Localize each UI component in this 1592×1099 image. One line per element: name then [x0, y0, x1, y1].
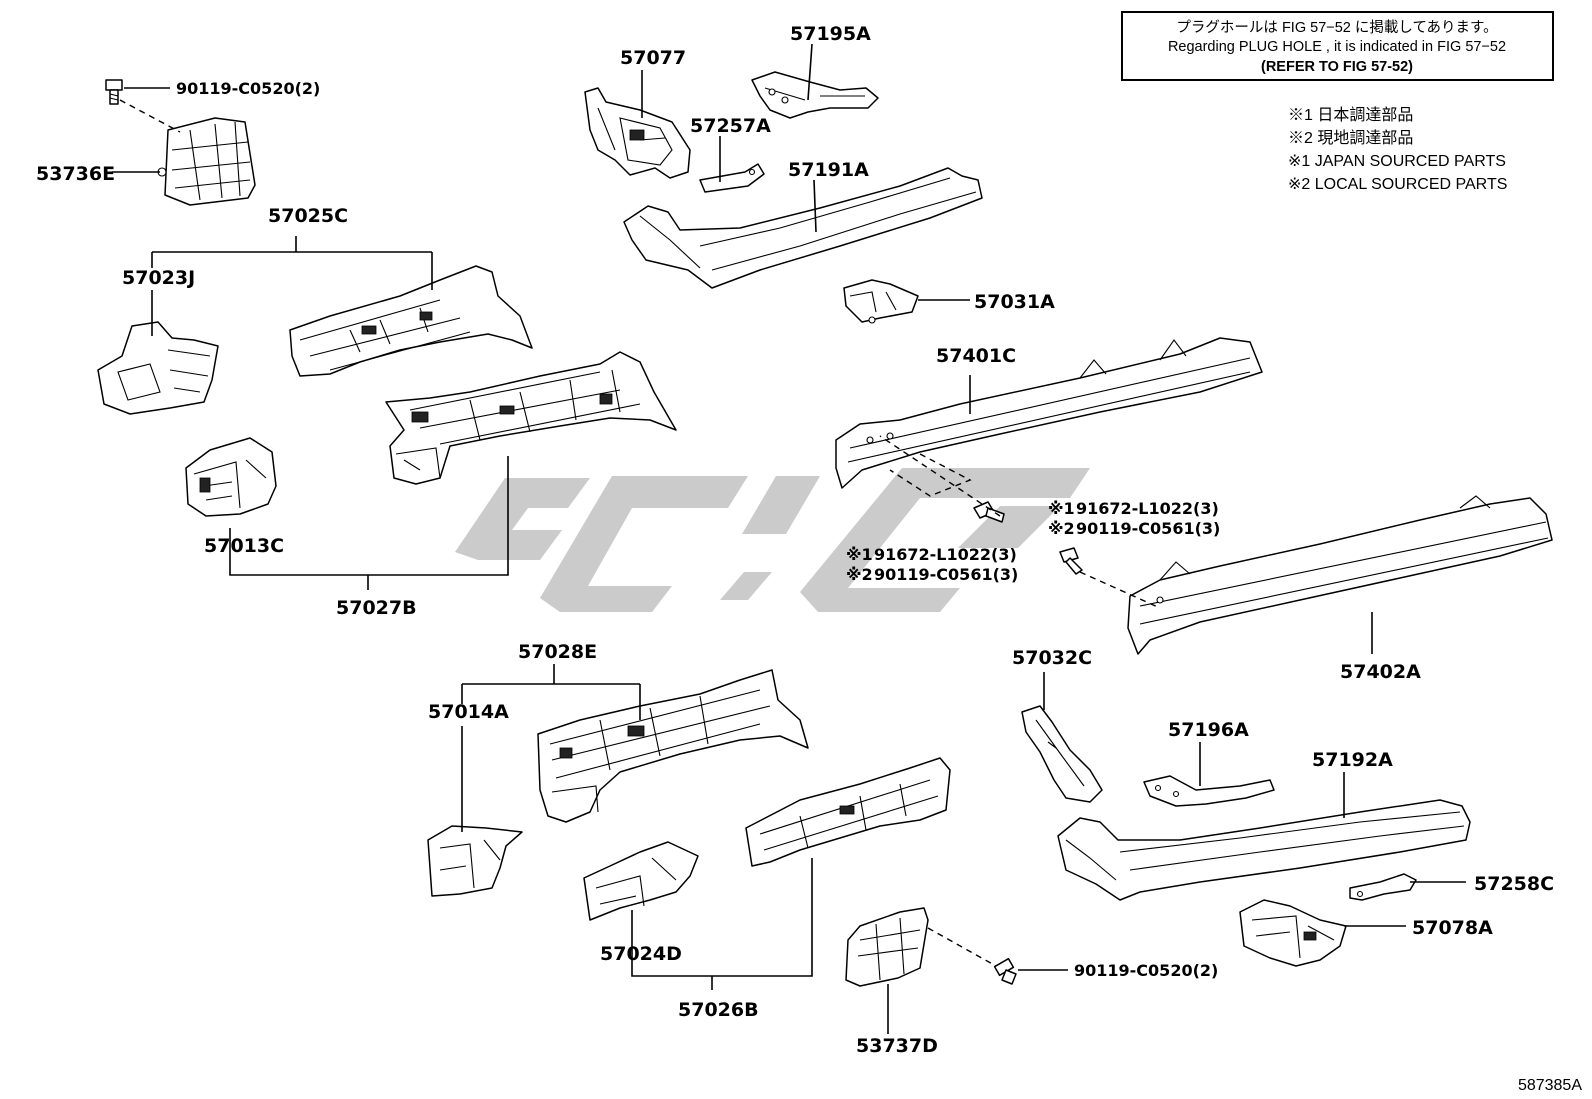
part-drawing-57024d [583, 841, 699, 921]
legend-item: ※1 日本調達部品 [1288, 106, 1413, 124]
hardware-label-top-bolt: 90119-C0520(2) [176, 79, 320, 98]
legend-item: ※2 現地調達部品 [1288, 129, 1413, 147]
part-drawing-57025c [289, 265, 533, 377]
part-drawing-57196a [1143, 775, 1275, 807]
bolt-icon [105, 79, 123, 105]
part-drawing-57027b [385, 351, 677, 485]
part-label-57025c: 57025C [268, 205, 348, 227]
part-label-53737d: 53737D [856, 1035, 938, 1057]
part-label-57014a: 57014A [428, 701, 509, 723]
part-drawing-57014a [427, 825, 523, 897]
figure-reference: 587385A [1518, 1077, 1582, 1094]
hardware-mark: ※1 [1048, 499, 1075, 518]
hardware-label-local: 90119-C0561(3) [874, 565, 1018, 584]
hardware-labels: 90119-C0520(2) 90119-C0520(2) ※1 91672-L… [176, 79, 1220, 980]
hardware-mark: ※2 [846, 565, 873, 584]
leader-lines [112, 43, 1466, 1034]
sourcing-legend: ※1 日本調達部品 ※2 現地調達部品 ※1 JAPAN SOURCED PAR… [1288, 106, 1507, 193]
hardware-label-japan: 91672-L1022(3) [874, 545, 1017, 564]
legend-item: ※1 JAPAN SOURCED PARTS [1288, 153, 1506, 170]
part-label-57401c: 57401C [936, 345, 1016, 367]
part-drawing-57195a [751, 71, 879, 119]
bolt-icon [1059, 547, 1083, 575]
hardware-label-japan: 91672-L1022(3) [1076, 499, 1219, 518]
bolt-icon [993, 957, 1017, 985]
legend-item: ※2 LOCAL SOURCED PARTS [1288, 176, 1507, 193]
part-drawing-57028e [537, 669, 809, 823]
part-drawing-53736e [105, 79, 256, 206]
part-drawing-57257a [699, 163, 765, 193]
part-drawing-57258c [1349, 873, 1417, 901]
hardware-label-bottom-bolt: 90119-C0520(2) [1074, 961, 1218, 980]
part-label-57026b: 57026B [678, 999, 759, 1021]
hardware-label-local: 90119-C0561(3) [1076, 519, 1220, 538]
note-english: Regarding PLUG HOLE , it is indicated in… [1168, 39, 1506, 55]
part-label-57192a: 57192A [1312, 749, 1393, 771]
hardware-mark: ※2 [1048, 519, 1075, 538]
part-label-57028e: 57028E [518, 641, 597, 663]
part-drawing-57023j [97, 321, 219, 415]
bolt-icon [973, 501, 1005, 523]
part-labels: 57195A 57077 57257A 57191A 57031A 53736E… [36, 23, 1554, 1057]
part-drawing-57026b [745, 757, 951, 867]
part-label-57196a: 57196A [1168, 719, 1249, 741]
part-drawing-57013c [185, 437, 277, 517]
part-label-57023j: 57023J [122, 267, 195, 289]
part-label-57078a: 57078A [1412, 917, 1493, 939]
part-drawing-57402a [1127, 495, 1553, 655]
part-label-57258c: 57258C [1474, 873, 1554, 895]
part-label-57032c: 57032C [1012, 647, 1092, 669]
part-drawing-57031a [843, 279, 919, 324]
part-label-57257a: 57257A [690, 115, 771, 137]
part-drawing-53737d [845, 907, 1017, 987]
part-label-57024d: 57024D [600, 943, 682, 965]
part-label-57195a: 57195A [790, 23, 871, 45]
part-drawing-57078a [1239, 899, 1347, 967]
part-drawing-57192a [1057, 799, 1471, 901]
part-drawing-57032c [1021, 705, 1103, 803]
note-japanese: プラグホールは FIG 57−52 に掲載してあります。 [1176, 19, 1497, 36]
hardware-mark: ※1 [846, 545, 873, 564]
part-label-57027b: 57027B [336, 597, 417, 619]
part-label-57077: 57077 [620, 47, 686, 69]
part-label-57402a: 57402A [1340, 661, 1421, 683]
part-drawing-57191a [623, 167, 983, 289]
part-label-57013c: 57013C [204, 535, 284, 557]
part-drawing-57077 [584, 87, 691, 179]
note-reference: (REFER TO FIG 57-52) [1261, 59, 1413, 75]
part-label-57191a: 57191A [788, 159, 869, 181]
part-drawing-57401c [835, 337, 1263, 489]
watermark-logo [455, 468, 1090, 612]
part-label-57031a: 57031A [974, 291, 1055, 313]
part-label-53736e: 53736E [36, 163, 115, 185]
plug-hole-note: プラグホールは FIG 57−52 に掲載してあります。 Regarding P… [1121, 11, 1554, 81]
